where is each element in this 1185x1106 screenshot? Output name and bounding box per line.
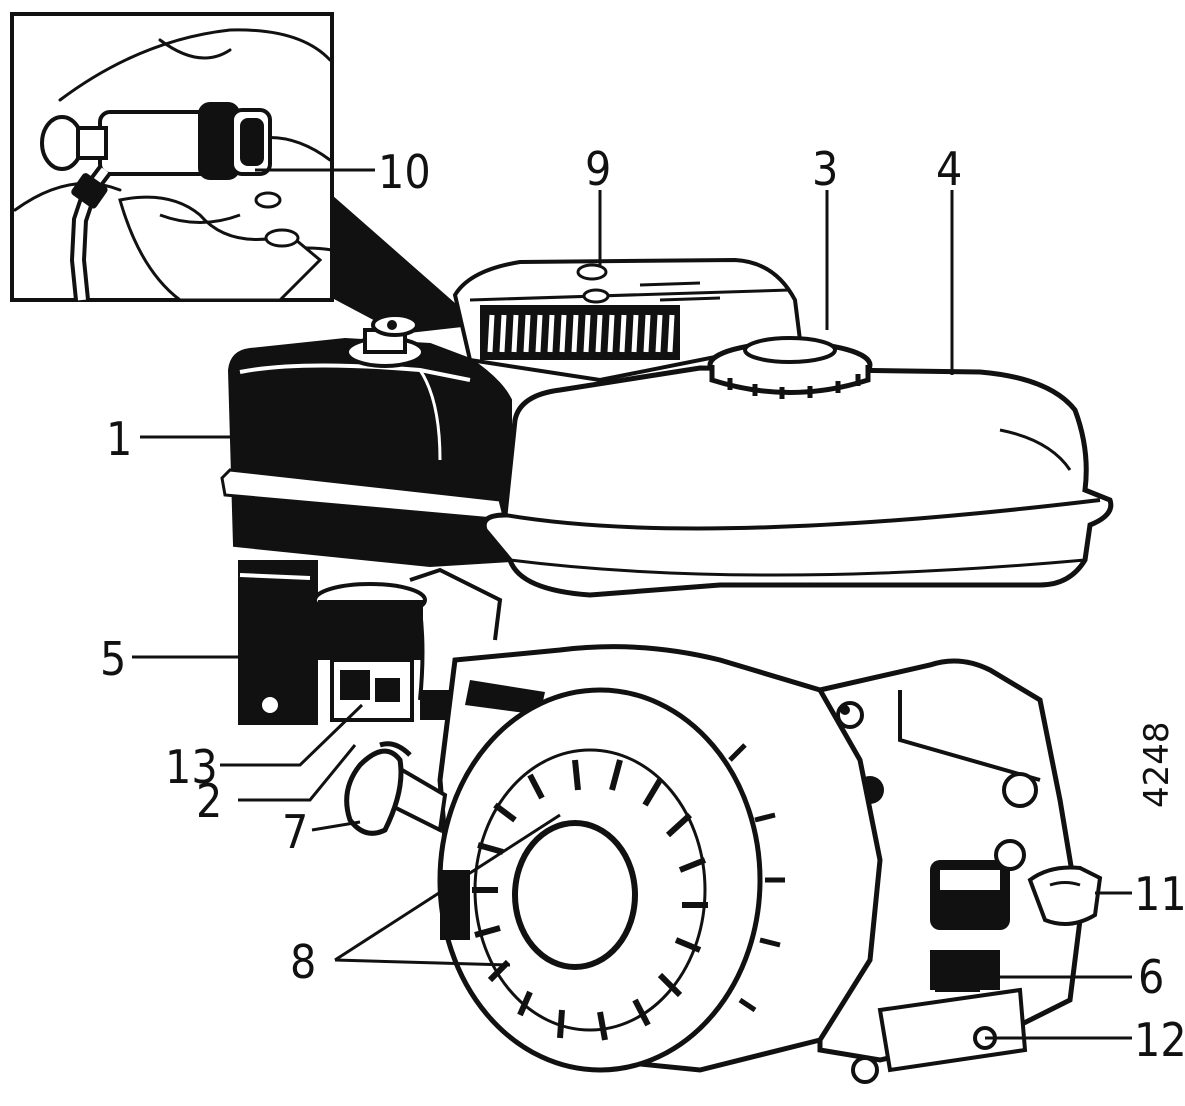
label-4: 4	[936, 142, 962, 196]
recoil-starter	[344, 644, 883, 1073]
engine-illustration	[220, 257, 1114, 1084]
figure-number: 4248	[1137, 721, 1177, 808]
label-5: 5	[100, 632, 126, 686]
label-9: 9	[585, 142, 611, 196]
inset-detail	[10, 12, 334, 302]
crankcase	[817, 658, 1103, 1084]
label-10: 10	[378, 145, 431, 199]
label-12: 12	[1134, 1013, 1185, 1067]
label-11: 11	[1134, 867, 1185, 921]
label-7: 7	[282, 805, 308, 859]
label-1: 1	[106, 412, 132, 466]
air-filter	[220, 313, 512, 568]
label-6: 6	[1138, 950, 1164, 1004]
label-2: 2	[196, 774, 222, 828]
label-13: 13	[165, 740, 218, 794]
fuel-tank	[481, 336, 1114, 598]
inset-pointer	[332, 195, 480, 334]
part-labels: 1 2 3 4 5 6 7 8 9 10 11 12 13 4248	[100, 142, 1185, 1067]
label-3: 3	[812, 142, 838, 196]
shroud-housing	[452, 257, 803, 383]
label-8: 8	[290, 935, 316, 989]
carburetor	[238, 560, 503, 725]
leader-lines	[132, 168, 1132, 1040]
